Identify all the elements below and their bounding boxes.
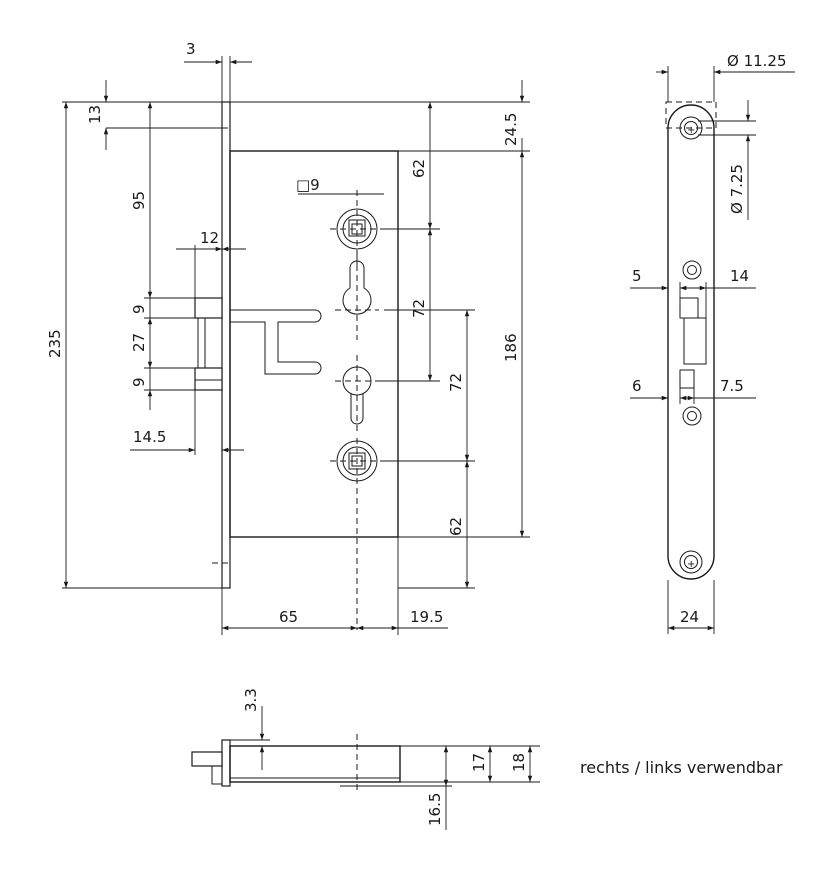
dim-faceplate-thickness: 3 xyxy=(186,40,196,58)
dim-case-rear: 19.5 xyxy=(410,608,443,626)
dim-faceplate-length: 235 xyxy=(46,329,64,358)
front-dimension-texts: 3 13 24.5 95 □9 62 12 9 27 9 14.5 72 72 … xyxy=(46,40,520,626)
dim-bolt-width: 7.5 xyxy=(720,377,744,395)
dim-spindle-depth: 16.5 xyxy=(426,793,444,826)
bottom-view: 3.3 17 18 16.5 xyxy=(191,688,540,830)
dim-bottom-offset: 62 xyxy=(447,517,465,536)
top-screw-hole: + xyxy=(679,116,703,140)
dim-bolt-offset-left: 6 xyxy=(632,377,642,395)
dead-bolt xyxy=(194,367,223,391)
bottom-screw-hole: + xyxy=(679,550,703,574)
dim-countersink-dia: Ø 7.25 xyxy=(728,164,746,214)
dim-center-distance-lower: 72 xyxy=(447,373,465,392)
latch-opening xyxy=(679,297,707,389)
svg-text:+: + xyxy=(687,125,695,136)
usage-caption: rechts / links verwendbar xyxy=(580,758,783,777)
faceplate xyxy=(221,101,231,589)
bottom-bolt xyxy=(191,751,223,767)
dim-latch-projection: 12 xyxy=(200,229,219,247)
lever-slot xyxy=(230,309,322,375)
side-dimension-texts: Ø 11.25 Ø 7.25 5 14 6 7.5 24 xyxy=(632,52,787,626)
dim-top-to-spindle-offset: 13 xyxy=(86,105,104,124)
lower-spindle-hub xyxy=(330,438,384,630)
lower-cylinder-hole xyxy=(335,355,379,432)
dim-latch-height-upper: 9 xyxy=(130,304,148,314)
dim-latch-height-lower: 9 xyxy=(130,377,148,387)
dim-deadbolt-projection: 14.5 xyxy=(133,428,166,446)
side-view: + + xyxy=(630,52,795,634)
dim-backset-height: 95 xyxy=(130,191,148,210)
dim-square-spindle: □9 xyxy=(296,176,320,194)
dim-latch-offset-left: 5 xyxy=(632,267,642,285)
front-extension-lines xyxy=(62,56,530,635)
bottom-faceplate xyxy=(221,739,231,787)
bottom-dimension-lines xyxy=(230,706,540,830)
svg-text:+: + xyxy=(687,559,695,570)
lock-case xyxy=(229,150,399,538)
upper-keyhole xyxy=(335,255,379,340)
front-dimension-lines xyxy=(63,59,525,631)
dim-center-distance-upper: 72 xyxy=(410,299,428,318)
dim-top-offset: 24.5 xyxy=(502,113,520,146)
dim-spindle-to-top: 62 xyxy=(410,159,428,178)
dim-latch-gap: 27 xyxy=(130,333,148,352)
latch-bolt xyxy=(194,297,223,369)
bottom-dimension-texts: 3.3 17 18 16.5 xyxy=(242,688,528,826)
dim-faceplate-width: 24 xyxy=(680,608,699,626)
dim-bottom-faceplate-thickness: 3.3 xyxy=(242,688,260,712)
bottom-case xyxy=(229,745,401,783)
front-view: 3 13 24.5 95 □9 62 12 9 27 9 14.5 72 72 … xyxy=(46,40,530,635)
upper-fixing-screw xyxy=(682,260,702,280)
side-dimension-lines xyxy=(630,66,795,634)
dim-case-thickness-inner: 17 xyxy=(470,753,488,772)
dim-latch-width: 14 xyxy=(730,267,749,285)
dim-case-height: 186 xyxy=(502,333,520,362)
dim-backset: 65 xyxy=(279,608,298,626)
dim-case-thickness: 18 xyxy=(510,753,528,772)
faceplate-front xyxy=(667,104,715,580)
lower-fixing-screw xyxy=(682,406,702,426)
dim-screw-hole-dia: Ø 11.25 xyxy=(727,52,787,70)
